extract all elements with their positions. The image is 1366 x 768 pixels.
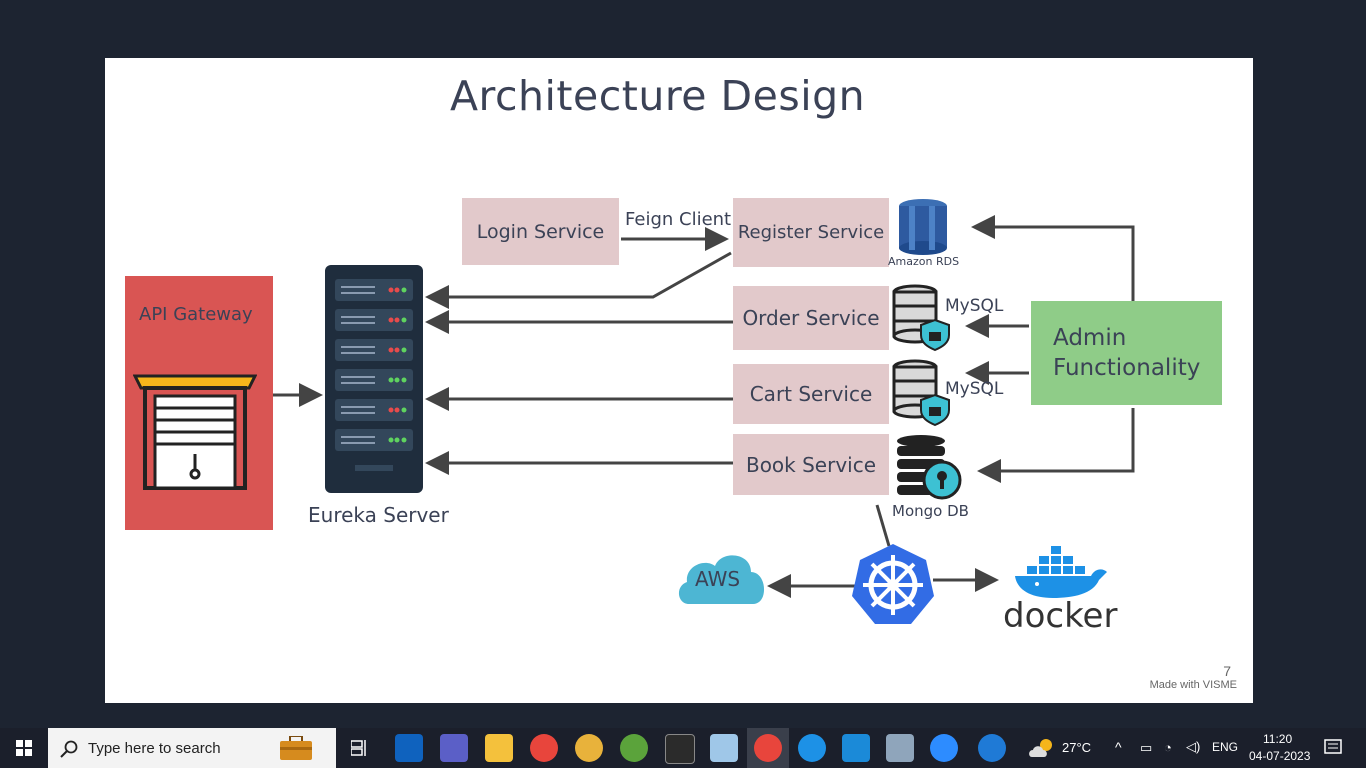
language-indicator[interactable]: ENG [1212, 740, 1239, 754]
api-gateway-box: API Gateway [125, 276, 273, 530]
docker-whale-icon [1015, 546, 1107, 598]
cart-service-label: Cart Service [749, 382, 873, 406]
admin-to-mongo-arrow [977, 408, 1135, 483]
kubernetes-icon [852, 544, 934, 624]
made-with-visme: Made with VISME [1149, 679, 1237, 691]
weather-icon[interactable] [1028, 738, 1056, 758]
terminal-icon[interactable] [665, 734, 695, 764]
notepad-icon[interactable] [710, 734, 738, 762]
admin-functionality-box: Admin Functionality [1031, 301, 1222, 405]
docker-icon[interactable] [798, 734, 826, 762]
taskbar-search[interactable]: Type here to search [48, 728, 336, 768]
task-view-icon[interactable] [351, 740, 369, 756]
register-service-box: Register Service [733, 198, 889, 267]
outlook-icon[interactable] [395, 734, 423, 762]
wifi-icon[interactable]: ◔ [1164, 740, 1172, 755]
cart-service-box: Cart Service [733, 364, 889, 424]
chrome-active-icon[interactable] [754, 734, 782, 762]
chrome-icon[interactable] [530, 734, 558, 762]
clock-date[interactable]: 04-07-2023 [1249, 749, 1311, 763]
chevron-up-icon[interactable]: ^ [1115, 739, 1122, 755]
login-service-box: Login Service [462, 198, 619, 265]
taskbar: Type here to search 27°C ^ ▭ ◔ ◁) ENG 11… [0, 728, 1366, 768]
register-to-eureka-arrow [425, 251, 732, 309]
aws-label: AWS [695, 567, 741, 591]
search-placeholder: Type here to search [88, 739, 221, 757]
garage-door-icon [133, 374, 257, 490]
eureka-server-label: Eureka Server [308, 503, 449, 527]
briefcase-icon [280, 736, 312, 760]
teams-icon[interactable] [440, 734, 468, 762]
page-number: 7 [1223, 663, 1231, 679]
server-rack-icon [325, 265, 423, 493]
slide: Architecture Design API Gateway [105, 58, 1253, 703]
mongo-to-k8s-line [875, 504, 891, 547]
file-explorer-icon[interactable] [485, 734, 513, 762]
weather-temp[interactable]: 27°C [1062, 740, 1092, 755]
admin-label-line1: Admin [1053, 325, 1127, 351]
monitor-icon[interactable] [886, 734, 914, 762]
slack-icon[interactable] [575, 734, 603, 762]
battery-icon[interactable]: ▭ [1140, 740, 1153, 755]
mysql-2-label: MySQL [945, 379, 1004, 399]
amazon-rds-label: Amazon RDS [888, 255, 960, 268]
zoom-icon[interactable] [930, 734, 958, 762]
login-service-label: Login Service [476, 220, 605, 243]
book-service-label: Book Service [745, 452, 877, 477]
notification-icon[interactable] [1324, 739, 1342, 757]
order-service-label: Order Service [742, 306, 880, 330]
docker-label: docker [1003, 596, 1118, 636]
aws-cloud-icon [678, 555, 765, 604]
slide-title: Architecture Design [450, 72, 866, 120]
spring-icon[interactable] [620, 734, 648, 762]
windows-start-icon[interactable] [16, 740, 32, 756]
mongo-db-label: Mongo DB [892, 502, 969, 520]
admin-to-rds-arrow [971, 215, 1135, 301]
volume-icon[interactable]: ◁) [1186, 739, 1201, 754]
api-gateway-label: API Gateway [139, 304, 253, 325]
database-lock-icon [892, 284, 950, 352]
amazon-rds-icon [899, 199, 947, 255]
order-service-box: Order Service [733, 286, 889, 350]
mongo-database-icon [897, 435, 962, 500]
help-icon[interactable] [978, 734, 1006, 762]
clock-time[interactable]: 11:20 [1263, 732, 1293, 746]
connector-layer [273, 215, 1135, 598]
database-lock-icon [892, 359, 950, 427]
vscode-icon[interactable] [842, 734, 870, 762]
admin-label-line2: Functionality [1053, 355, 1201, 381]
book-service-box: Book Service [733, 434, 889, 495]
feign-client-label: Feign Client [625, 209, 732, 230]
search-icon [60, 740, 78, 758]
register-service-label: Register Service [737, 222, 885, 243]
mysql-1-label: MySQL [945, 296, 1004, 316]
